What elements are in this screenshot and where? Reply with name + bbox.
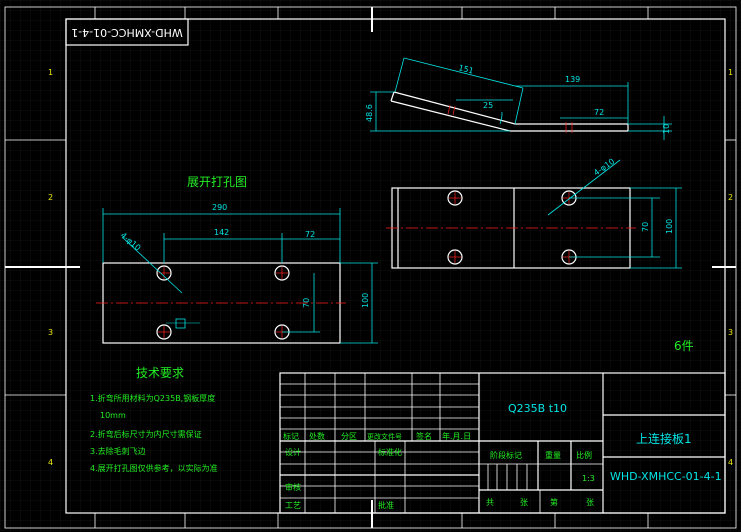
top-view-dimensions xyxy=(547,159,682,269)
top-dim-hole-vertical: 70 xyxy=(641,222,650,232)
hole-layout-dimensions xyxy=(102,208,378,344)
centering-marks xyxy=(5,7,736,528)
tb-header-sign: 签名 xyxy=(416,431,432,441)
tech-requirements-title: 技术要求 xyxy=(136,366,184,380)
zone-ticks xyxy=(5,7,736,528)
tech-req-item-4: 4.展开打孔图仅供参考，以实际为准 xyxy=(90,463,218,473)
tech-req-item-1: 1.折弯所用材料为Q235B,钢板厚度 xyxy=(90,393,215,403)
dim-angle: 25 xyxy=(483,101,493,110)
tb-approve: 批准 xyxy=(378,500,394,510)
top-dim-width: 100 xyxy=(665,219,674,234)
dim-edge-offset: 72 xyxy=(305,230,315,239)
tb-header-zone: 分区 xyxy=(341,432,357,441)
title-block-lines xyxy=(279,372,726,514)
hole xyxy=(447,249,463,265)
svg-text:3: 3 xyxy=(48,328,53,337)
hole-layout-title: 展开打孔图 xyxy=(187,175,247,189)
top-view-holes xyxy=(447,190,577,265)
drawing-number-box xyxy=(65,18,189,46)
tb-header-mark: 标记 xyxy=(283,431,299,441)
quantity-note: 6件 xyxy=(674,339,694,353)
hole xyxy=(156,324,172,340)
dim-end: 72 xyxy=(594,108,604,117)
tb-total: 共 xyxy=(486,498,494,507)
hole xyxy=(156,265,172,281)
tb-page: 第 xyxy=(550,497,558,507)
side-bend-marks xyxy=(447,104,573,133)
tb-part-name: 上连接板1 xyxy=(636,431,692,446)
dim-plate-width: 100 xyxy=(361,293,370,308)
hole xyxy=(274,265,290,281)
svg-text:3: 3 xyxy=(728,328,733,337)
side-view-dimensions xyxy=(370,57,672,140)
tb-drawing-number: WHD-XMHCC-01-4-1 xyxy=(610,470,722,483)
tb-header-count: 处数 xyxy=(309,431,325,441)
dim-flat: 139 xyxy=(565,75,580,84)
dim-thickness: 10 xyxy=(662,124,671,134)
tb-stage-mark: 阶段标记 xyxy=(490,450,522,460)
tb-material: Q235B t10 xyxy=(508,402,567,415)
tb-standardize: 标准化 xyxy=(378,447,402,457)
tb-header-change-doc: 更改文件号 xyxy=(367,432,402,441)
tb-header-date: 年.月.日 xyxy=(442,431,471,441)
tech-req-item-3: 3.去除毛刺飞边 xyxy=(90,446,146,456)
svg-text:4: 4 xyxy=(728,458,733,467)
drawing-number-rotated: WHD-XMHCC-01-4-1 xyxy=(71,26,183,39)
svg-text:1: 1 xyxy=(728,68,733,77)
svg-text:2: 2 xyxy=(48,193,53,202)
dim-height: 48.6 xyxy=(365,104,374,122)
tb-scale-value: 1:3 xyxy=(582,474,595,483)
tb-design: 设计 xyxy=(285,447,301,457)
dim-total-length: 290 xyxy=(212,203,227,212)
zone-letters: 1 2 3 4 1 2 3 4 xyxy=(48,68,733,467)
tb-weight: 重量 xyxy=(545,450,561,460)
tech-req-item-1b: 10mm xyxy=(100,411,126,420)
tech-req-item-2: 2.折弯后标尺寸为内尺寸需保证 xyxy=(90,429,202,439)
dim-slant: 151 xyxy=(458,63,475,75)
dim-hole-spacing: 142 xyxy=(214,228,229,237)
tb-review: 审核 xyxy=(285,482,301,492)
svg-text:4: 4 xyxy=(48,458,53,467)
tb-process: 工艺 xyxy=(285,501,301,510)
svg-text:2: 2 xyxy=(728,193,733,202)
cursor-box xyxy=(175,318,186,329)
tb-scale: 比例 xyxy=(576,450,592,460)
hole xyxy=(447,190,463,206)
tb-page-sheet: 张 xyxy=(586,498,594,507)
svg-text:1: 1 xyxy=(48,68,53,77)
dim-hole-vertical: 70 xyxy=(302,298,311,308)
tb-sheet: 张 xyxy=(520,498,528,507)
